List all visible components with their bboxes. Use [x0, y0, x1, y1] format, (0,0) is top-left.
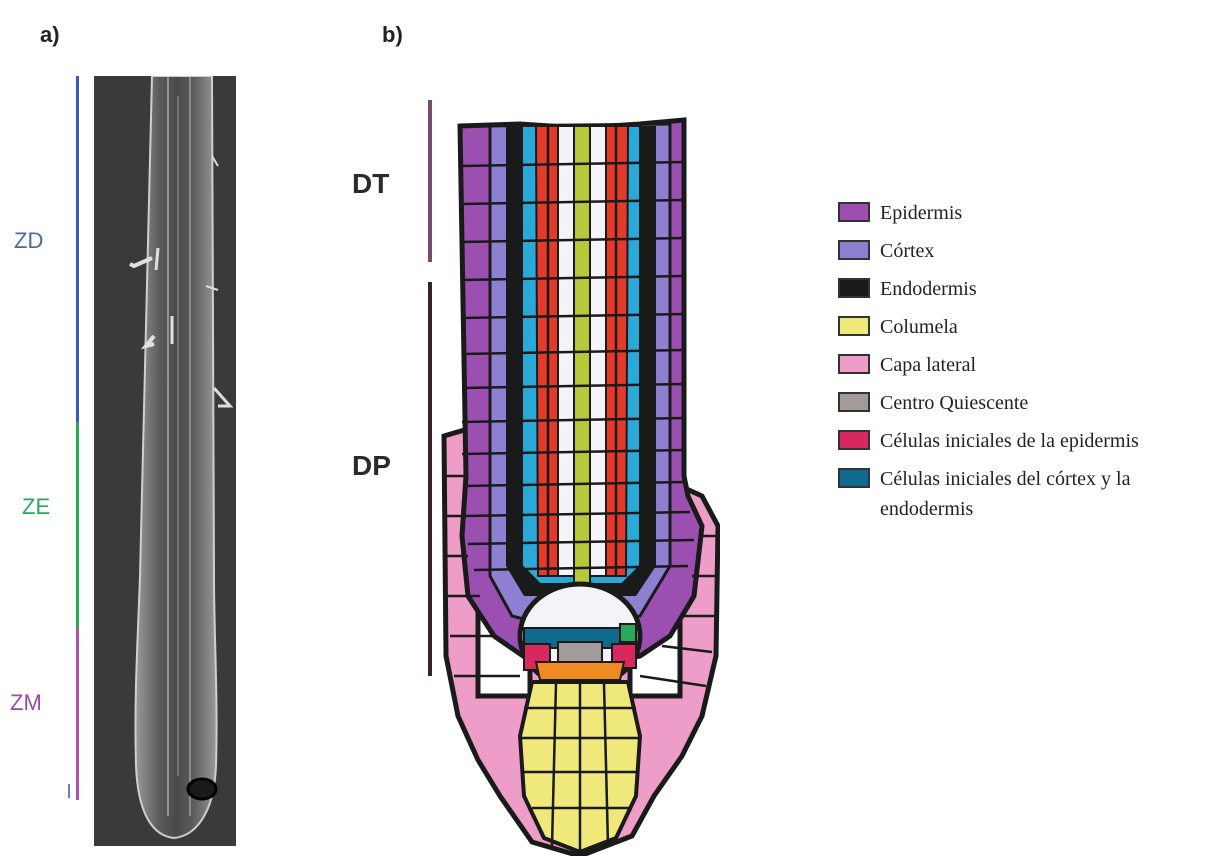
root-tip-diagram: [440, 96, 720, 856]
legend-item-iniciales-epidermis: Células iniciales de la epidermis: [838, 426, 1213, 456]
legend-label-cortex: Córtex: [880, 236, 1213, 266]
bracket-label-dt: DT: [352, 168, 389, 200]
legend-item-endodermis: Endodermis: [838, 274, 1213, 304]
zone-bar-zm: [76, 628, 79, 800]
legend-swatch-columela: [838, 316, 870, 336]
legend-item-centro-quiescente: Centro Quiescente: [838, 388, 1213, 418]
zone-label-zm: ZM: [10, 690, 42, 716]
legend-label-iniciales-cortex: Células iniciales del córtex y la endode…: [880, 464, 1180, 524]
legend-item-iniciales-cortex: Células iniciales del córtex y la endode…: [838, 464, 1180, 534]
zone-bar-tick: [68, 784, 70, 798]
legend-label-endodermis: Endodermis: [880, 274, 1213, 304]
legend-label-centro-quiescente: Centro Quiescente: [880, 388, 1213, 418]
bracket-bar-dp: [428, 282, 432, 676]
legend-label-epidermis: Epidermis: [880, 198, 1213, 228]
zone-label-ze: ZE: [22, 494, 50, 520]
zone-bar-zd: [76, 76, 79, 422]
legend-label-iniciales-epidermis: Células iniciales de la epidermis: [880, 426, 1213, 456]
legend-item-cortex: Córtex: [838, 236, 1213, 266]
legend-swatch-endodermis: [838, 278, 870, 298]
root-photograph: [94, 76, 236, 846]
zone-label-zd: ZD: [14, 228, 43, 254]
legend-swatch-centro-quiescente: [838, 392, 870, 412]
legend-label-capa-lateral: Capa lateral: [880, 350, 1213, 380]
legend-swatch-iniciales-cortex: [838, 468, 870, 488]
panel-a-label: a): [40, 22, 60, 48]
panel-b-label: b): [382, 22, 403, 48]
legend-swatch-capa-lateral: [838, 354, 870, 374]
legend-swatch-iniciales-epidermis: [838, 430, 870, 450]
legend-item-epidermis: Epidermis: [838, 198, 1213, 228]
legend-item-columela: Columela: [838, 312, 1213, 342]
legend-swatch-cortex: [838, 240, 870, 260]
zone-bar-ze: [76, 422, 79, 628]
legend-label-columela: Columela: [880, 312, 1213, 342]
bracket-bar-dt: [428, 100, 432, 262]
legend-item-capa-lateral: Capa lateral: [838, 350, 1213, 380]
legend-swatch-epidermis: [838, 202, 870, 222]
bracket-label-dp: DP: [352, 450, 391, 482]
